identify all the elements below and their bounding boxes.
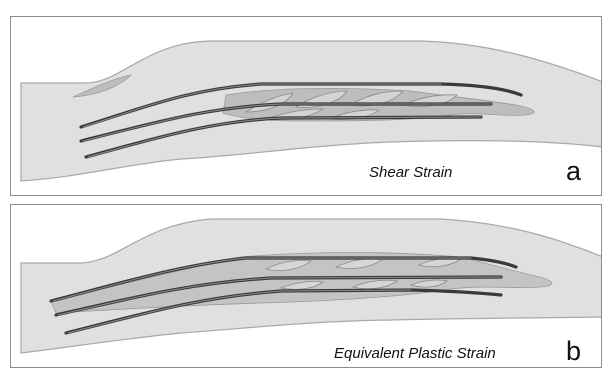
equivalent-plastic-strain-plot: [11, 205, 601, 367]
panel-a: Shear Strain a: [10, 16, 602, 196]
panel-a-letter: a: [566, 158, 581, 185]
panel-b-caption: Equivalent Plastic Strain: [334, 345, 496, 362]
panel-b: Equivalent Plastic Strain b: [10, 204, 602, 368]
shear-strain-plot: [11, 17, 601, 195]
panel-b-letter: b: [566, 338, 581, 365]
panel-a-caption: Shear Strain: [369, 164, 452, 181]
